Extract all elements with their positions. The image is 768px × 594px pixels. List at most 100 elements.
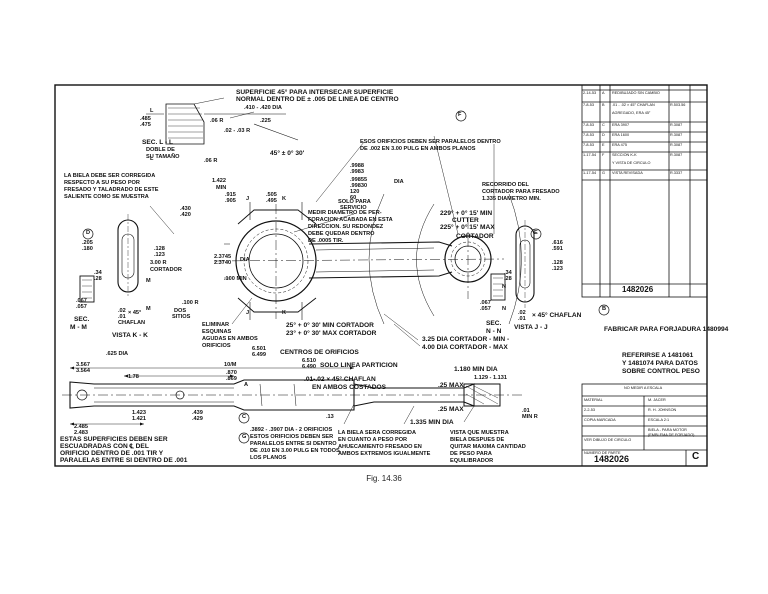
callout-doble: DOBLE DE	[146, 147, 175, 153]
callout-esos1: ESOS ORIFICIOS DEBEN SER PARALELOS DENTR…	[360, 139, 501, 145]
revision-ref: R.3087	[670, 143, 683, 147]
callout-lblJ2: J	[246, 310, 250, 316]
callout-d616: .616	[552, 240, 563, 246]
callout-d9983: .9983	[350, 169, 364, 175]
callout-chaf3: EN AMBOS COSTADOS	[312, 384, 386, 391]
callout-lblK1: K	[282, 196, 287, 202]
callout-biela3: FRESADO Y TALADRADO DE ESTE	[64, 187, 159, 193]
title-checked-by: R. H. JOHNSON	[648, 408, 677, 412]
revision-letter: E	[602, 143, 605, 147]
callout-chaflan: CHAFLAN	[118, 320, 146, 326]
callout-d067b: .067	[480, 300, 491, 306]
revision-date: 7-8-53	[583, 143, 594, 147]
title-part-name: BIELA - PARA MOTOR	[648, 428, 687, 432]
callout-servicio: SERVICIO	[340, 205, 367, 211]
revision-text: REDIBUJADO SIN CAMBIO	[612, 91, 660, 95]
drawing-number: 1482026	[594, 454, 630, 464]
callout-lblL1: L	[150, 108, 154, 114]
callout-cut4: CORTADOR	[456, 233, 494, 240]
callout-biela2: RESPECTO A SU PESO POR	[64, 180, 140, 186]
callout-medir2: FORACION ACABADA EN ESTA	[308, 217, 393, 223]
callout-secnn: SEC.	[486, 320, 502, 327]
callout-vistakk: VISTA K - K	[112, 332, 148, 339]
revision-date: 7-8-53	[583, 103, 594, 107]
callout-lblJ1: J	[246, 196, 250, 202]
callout-dim0203r: .02 - .03 R	[224, 128, 251, 134]
callout-d400: 4.00 DIA CORTADOR - MAX	[422, 344, 508, 351]
callout-d3892b: ESTOS ORIFICIOS DEBEN SER	[250, 434, 334, 440]
revision-text: SECCION K-K	[612, 153, 637, 157]
revision-table-frame	[581, 84, 708, 298]
callout-lblN2: N	[502, 306, 507, 312]
title-company: VER DIBUJO DE CIRCULO	[584, 438, 632, 442]
callout-d128: .128	[154, 246, 165, 252]
drawing-linework	[54, 84, 708, 467]
callout-d6499: 6.499	[252, 352, 266, 358]
callout-labiela4: AMBOS EXTREMOS IGUALMENTE	[338, 451, 431, 457]
figure-caption: Fig. 14.36	[366, 474, 402, 483]
callout-x45: × 45°	[128, 310, 142, 316]
callout-vista4: DE PESO PARA	[450, 451, 492, 457]
callout-labiela3: AHUECAMIENTO FRESADO EN	[338, 444, 422, 450]
callout-lblM1: M	[146, 278, 151, 284]
callout-vistajj: VISTA J - J	[514, 324, 548, 331]
callout-centros: CENTROS DE ORIFICIOS	[280, 349, 359, 356]
callout-d067: .067	[76, 298, 87, 304]
callout-d99855: .99855	[350, 177, 368, 183]
callout-recorrido2: CORTADOR PARA FRESADO	[482, 189, 560, 195]
callout-nn: N - N	[486, 328, 502, 335]
revision-text: Y VISTA DE CIRCULO	[612, 161, 651, 165]
callout-d13: .13	[326, 414, 334, 420]
title-scale: ESCALA 2:1	[648, 418, 670, 422]
callout-estas3: ORIFICIO DENTRO DE .001 TIR Y	[60, 450, 164, 457]
callout-d439: .439	[192, 410, 203, 416]
callout-d870: .870	[226, 370, 237, 376]
callout-d869: .869	[226, 376, 237, 382]
callout-d28: .28	[94, 276, 102, 282]
callout-labiela1: LA BIELA SERA CORREGIDA	[338, 430, 417, 436]
callout-mm: M - M	[70, 324, 87, 331]
callout-d057b: .057	[480, 306, 491, 312]
callout-chaf2: .01-.02 × 45° CHAFLAN	[304, 376, 376, 383]
callout-d2483: 2.483	[74, 430, 88, 436]
callout-cut3: 225° + 0° 15' MAX	[440, 224, 495, 231]
revision-ref: R.3087	[670, 123, 683, 127]
callout-d1423: 1.423	[132, 410, 146, 416]
callout-referirse1: REFERIRSE A 1481061	[622, 352, 694, 359]
callout-d01: .01	[118, 314, 126, 320]
callout-lblM2: M	[146, 306, 151, 312]
callout-d625: .625 DIA	[106, 351, 129, 357]
callout-recorrido1: RECORRIDO DEL	[482, 182, 529, 188]
plan-view	[62, 379, 524, 411]
revision-ref: R.3087	[670, 153, 683, 157]
callout-minr: MIN R	[522, 414, 538, 420]
view-j-j	[515, 220, 535, 308]
callout-recorrido3: 1.335 DIAMETRO MIN.	[482, 196, 541, 202]
title-number-label: NUMERO DE PARTE	[584, 451, 621, 455]
callout-lblL2: L	[150, 156, 154, 162]
section-n-n	[490, 273, 506, 301]
revision-date: 1-17-54	[583, 171, 597, 175]
callout-sitios: SITIOS	[172, 314, 191, 320]
callout-d34: .34	[94, 270, 102, 276]
callout-d60: 60	[350, 195, 357, 201]
callout-estas2: ESCUADRADAS CON ℄ DEL	[60, 443, 149, 450]
callout-d34b: .34	[504, 270, 512, 276]
drawing-sheet: NO MEDIR A ESCALA MATERIAL M. JACER R. H…	[54, 84, 728, 467]
callout-sutam: SU TAMAÑO	[146, 154, 180, 160]
callout-d1129: 1.129 - 1.131	[474, 375, 507, 381]
callout-d3892e: LOS PLANOS	[250, 455, 287, 461]
callout-lblF: F	[458, 112, 462, 118]
callout-d01b: .01	[518, 316, 526, 322]
callout-sup45b: NORMAL DENTRO DE ± .005 DE LINEA DE CENT…	[236, 96, 399, 103]
circle-markers	[82, 110, 610, 444]
revision-letter: F	[602, 153, 605, 157]
callout-vista5: EQUILIBRADOR	[450, 458, 494, 464]
callout-d430: .430	[180, 206, 191, 212]
callout-d3892: .3892 - .3907 DIA - 2 ORIFICIOS	[250, 427, 333, 433]
callout-d905: .905	[225, 198, 236, 204]
callout-dim475: .475	[140, 122, 151, 128]
callout-cut1: 229° + 0° 15' MIN	[440, 210, 493, 217]
callout-eliminar3: AGUDAS EN AMBOS	[202, 336, 258, 342]
callout-estas4: PARALELAS ENTRE SI DENTRO DE .001	[60, 457, 188, 464]
